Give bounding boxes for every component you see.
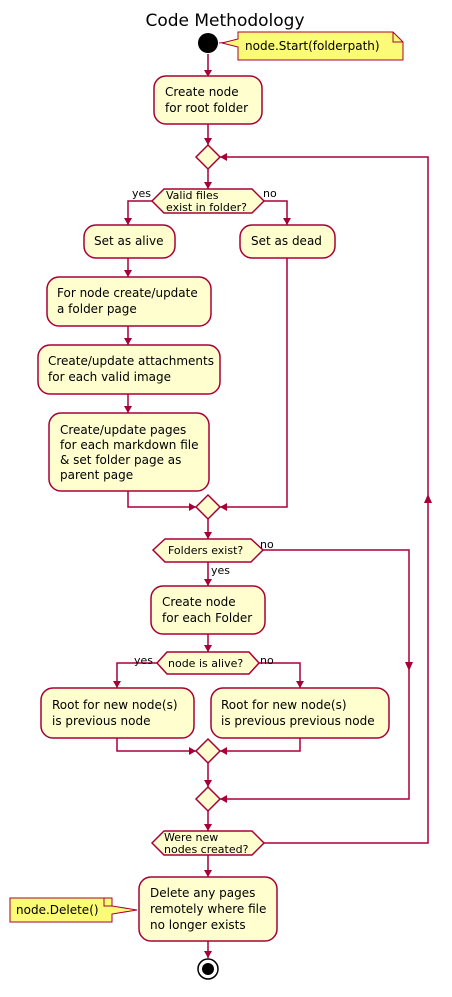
note-start: node.Start(folderpath) [218,31,404,61]
folders-yes-label: yes [211,564,230,577]
folders-no-label: no [260,538,274,551]
svg-text:Set as dead: Set as dead [251,234,322,248]
activity-root-previous: Root for new node(s)is previous node [40,687,195,739]
start-node [198,33,218,53]
svg-text:Root for new node(s)is previou: Root for new node(s)is previous node [52,698,178,728]
svg-text:Set as alive: Set as alive [94,234,163,248]
node-alive-merge-diamond [194,737,222,765]
note-start-text: node.Start(folderpath) [245,39,380,53]
edges [113,54,432,958]
activity-root-previous-previous: Root for new node(s)is previous previous… [210,687,390,739]
condition-node-alive: node is alive? [155,651,261,675]
valid-yes-label: yes [132,187,151,200]
activity-set-alive: Set as alive [83,224,176,259]
folders-merge-diamond [194,785,222,813]
end-node [197,958,219,980]
loop-merge-diamond [194,143,222,171]
alive-no-label: no [260,654,274,667]
svg-text:node is alive?: node is alive? [168,657,243,670]
note-delete: node.Delete() [9,897,138,923]
alive-yes-label: yes [134,654,153,667]
svg-text:Folders exist?: Folders exist? [168,544,243,557]
svg-text:Root for new node(s)is previou: Root for new node(s)is previous previous… [221,698,375,728]
activity-set-dead: Set as dead [239,224,336,259]
valid-no-label: no [263,187,277,200]
note-delete-text: node.Delete() [16,903,99,917]
condition-folders-exist: Folders exist? [151,538,265,563]
diagram-title: Code Methodology [145,11,304,31]
alive-dead-merge-diamond [194,493,222,521]
